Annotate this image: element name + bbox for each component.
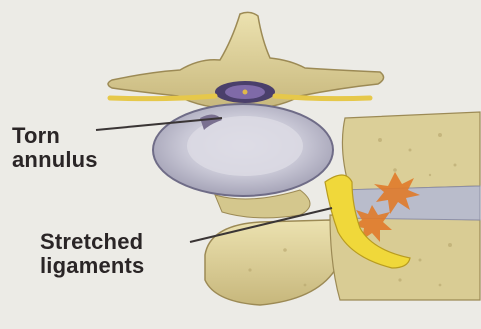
label-torn-annulus-line-1: Torn bbox=[12, 124, 98, 148]
label-stretched-ligaments-line-1: Stretched bbox=[40, 230, 145, 254]
nerve-root-left bbox=[110, 96, 215, 99]
nerve-root-right bbox=[275, 96, 370, 99]
label-torn-annulus-line-2: annulus bbox=[12, 148, 98, 172]
label-stretched-ligaments-line-2: ligaments bbox=[40, 254, 145, 278]
label-torn-annulus: Torn annulus bbox=[12, 124, 98, 172]
label-stretched-ligaments: Stretched ligaments bbox=[40, 230, 145, 278]
spinal-cord-dot bbox=[243, 90, 248, 95]
upper-vertebra-side bbox=[342, 112, 480, 190]
